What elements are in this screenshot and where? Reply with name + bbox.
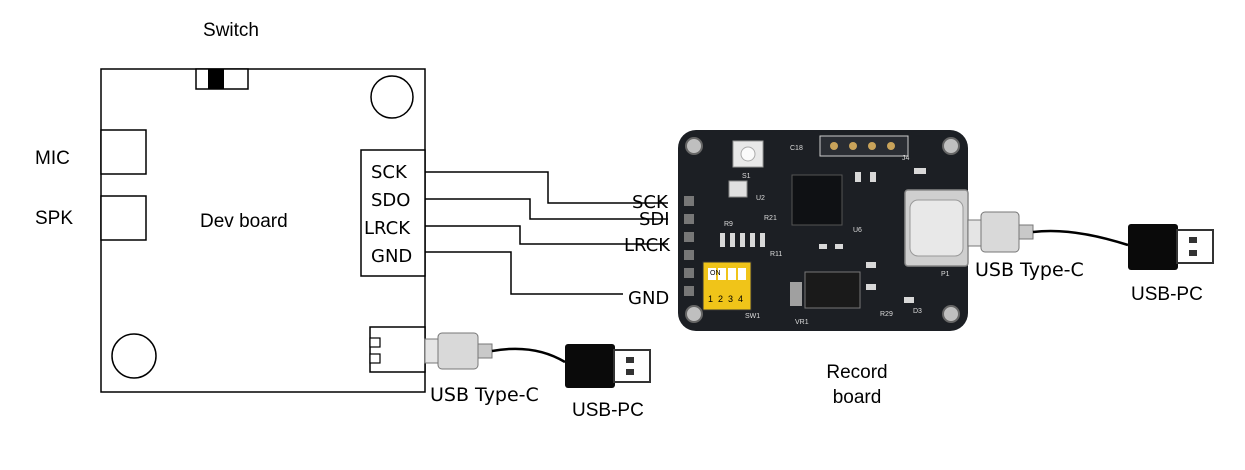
pcb-sensor-chip <box>728 180 748 198</box>
record-board-title-line2: board <box>833 387 882 408</box>
wires <box>425 171 668 295</box>
dev-pin-sck: SCK <box>371 162 408 183</box>
silk-label: C18 <box>790 145 803 152</box>
silk-label: S1 <box>742 173 751 180</box>
wire-sdo-sdi <box>425 198 668 220</box>
pcb-regulator <box>804 271 861 309</box>
mic-connector <box>100 129 147 175</box>
silk-label: R21 <box>764 215 777 222</box>
dev-board-title: Dev board <box>200 211 288 232</box>
pcb-pin-header <box>684 196 694 296</box>
mounting-hole <box>111 333 157 379</box>
mic-label: MIC <box>35 148 70 169</box>
silk-label: P1 <box>941 271 950 278</box>
rec-pin-sck: SCK <box>632 192 669 213</box>
pcb-mcu-chip <box>791 174 843 226</box>
dev-pc-label: USB-PC <box>572 400 644 421</box>
dip-on-label: ON <box>710 270 721 277</box>
silk-label: SW1 <box>745 313 760 320</box>
switch-label: Switch <box>203 20 259 41</box>
silk-label: R9 <box>724 221 733 228</box>
wire-gnd <box>425 251 623 295</box>
dev-pin-lrck: LRCK <box>364 218 411 239</box>
rec-usb-label: USB Type-C <box>975 259 1084 281</box>
pcb-pad <box>830 142 838 150</box>
dip-digit: 3 <box>728 294 733 304</box>
silk-label: R29 <box>880 311 893 318</box>
rec-pin-gnd: GND <box>628 288 669 309</box>
pcb-regulator-tab <box>790 282 802 306</box>
dip-digit: 4 <box>738 294 743 304</box>
rec-usb-plug-icon <box>1128 224 1214 270</box>
dev-board: Switch MIC SPK Dev board SCK SDO LRCK GN… <box>35 20 651 421</box>
silk-label: D3 <box>913 308 922 315</box>
rec-pin-sdi: SDI <box>639 209 670 230</box>
pcb-pad <box>868 142 876 150</box>
pcb-resistors <box>720 168 926 303</box>
pcb-hole <box>942 305 960 323</box>
record-board-title-line1: Record <box>826 362 887 383</box>
silk-label: U6 <box>853 227 862 234</box>
switch-icon <box>195 68 249 90</box>
dev-usb-cable <box>424 332 566 370</box>
silk-label: U2 <box>756 195 765 202</box>
dip-digit: 1 <box>708 294 713 304</box>
rec-pin-lrck: LRCK <box>624 235 671 256</box>
pcb-top-header <box>819 135 909 157</box>
dip-digit: 2 <box>718 294 723 304</box>
dev-usb-plug-icon <box>565 344 651 388</box>
pcb-dip-switch: ON 1 2 3 4 <box>702 261 752 311</box>
spk-connector <box>100 195 147 241</box>
pcb-hole <box>685 305 703 323</box>
dev-pin-gnd: GND <box>371 246 412 267</box>
dev-pin-sdo: SDO <box>371 190 410 211</box>
pcb-usb-c-opening <box>909 199 964 257</box>
wire-sck <box>425 171 668 204</box>
pcb-button <box>740 146 756 162</box>
wire-lrck <box>425 225 668 245</box>
i2s-header <box>360 149 426 277</box>
record-board: ON 1 2 3 4 S1 U2 U6 VR1 SW1 P1 D3 R29 R2… <box>678 130 969 331</box>
mounting-hole <box>370 75 414 119</box>
pcb-hole <box>942 137 960 155</box>
pcb-pad <box>887 142 895 150</box>
pcb-hole <box>685 137 703 155</box>
silk-label: VR1 <box>795 319 809 326</box>
rec-pc-label: USB-PC <box>1131 284 1203 305</box>
spk-label: SPK <box>35 208 73 229</box>
silk-label: J4 <box>902 155 910 162</box>
dev-usb-label: USB Type-C <box>430 384 539 406</box>
rec-usb-cable <box>967 211 1129 253</box>
pcb-pad <box>849 142 857 150</box>
dev-usb-port <box>369 326 426 373</box>
silk-label: R11 <box>770 251 782 258</box>
